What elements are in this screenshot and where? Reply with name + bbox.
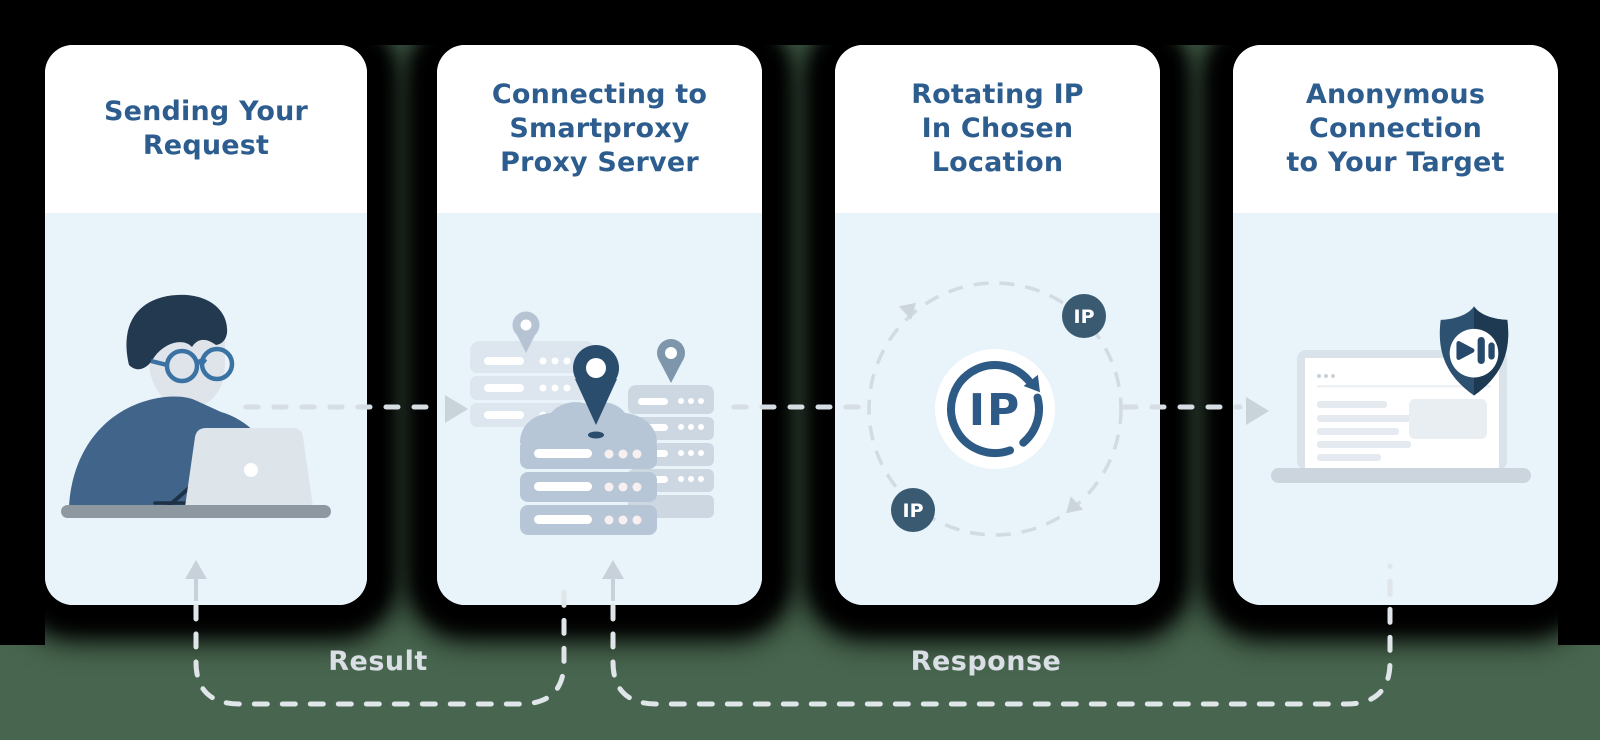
right-frame-shadow [1558,0,1600,645]
proxy-servers-illustration [470,311,714,535]
card-rotating-ip: Rotating IP In Chosen Location IP IP [835,45,1160,605]
card-anonymous-connection-title: Anonymous Connection to Your Target [1286,79,1505,178]
webpage-panel [1409,399,1487,439]
rotation-arrow-top-icon [898,302,916,320]
card-connecting-proxy-body [437,213,762,605]
top-frame-shadow [0,0,1600,45]
response-label: Response [910,646,1062,677]
target-laptop-shield-illustration [1271,306,1531,483]
card-rotating-ip-body: IP IP IP [835,213,1160,605]
glasses-icon [150,346,235,384]
card-sending-request: Sending Your Request [45,45,367,605]
result-label: Result [328,646,428,677]
card-rotating-ip-title: Rotating IP In Chosen Location [911,79,1084,178]
shield-icon [1439,306,1509,396]
card-sending-request-title: Sending Your Request [103,96,309,161]
left-frame-shadow [0,0,45,645]
ip-center-label: IP [969,385,1022,436]
server-stack-front [520,345,657,535]
ip-badge-top: IP [1062,294,1106,338]
card-connecting-proxy-header: Connecting to Smartproxy Proxy Server [437,45,762,213]
ip-badge-bottom: IP [891,488,935,532]
card-sending-request-header: Sending Your Request [45,45,367,213]
desk-bar [61,505,331,518]
rotation-arrow-bottom-icon [1066,496,1084,514]
ip-rotation-illustration: IP IP IP [867,281,1123,537]
card-rotating-ip-header: Rotating IP In Chosen Location [835,45,1160,213]
card-anonymous-connection-body [1233,213,1558,605]
card-sending-request-body [45,213,367,605]
browser-dots-icon [1317,374,1335,378]
laptop-logo-dot [244,463,258,477]
location-pin-icon-light [512,311,540,353]
ip-badge-bottom-label: IP [903,500,924,522]
card-connecting-proxy: Connecting to Smartproxy Proxy Server [437,45,762,605]
location-pin-icon-dark [573,345,619,439]
location-pin-icon-medium [657,339,685,383]
webpage-text-lines [1317,401,1411,461]
laptop-base [1271,468,1531,483]
browser-divider [1317,385,1491,388]
card-anonymous-connection-header: Anonymous Connection to Your Target [1233,45,1558,213]
card-connecting-proxy-title: Connecting to Smartproxy Proxy Server [491,79,708,178]
ip-badge-top-label: IP [1074,306,1095,328]
smartproxy-logo-icon [1456,337,1495,364]
person-hair-icon [126,294,228,370]
user-at-laptop-illustration [61,294,331,518]
server-stack-back-left [470,311,595,427]
ip-rotate-arc-icon [947,361,1043,458]
ip-rotate-arrowhead-icon [1023,374,1041,393]
card-anonymous-connection: Anonymous Connection to Your Target [1233,45,1558,605]
